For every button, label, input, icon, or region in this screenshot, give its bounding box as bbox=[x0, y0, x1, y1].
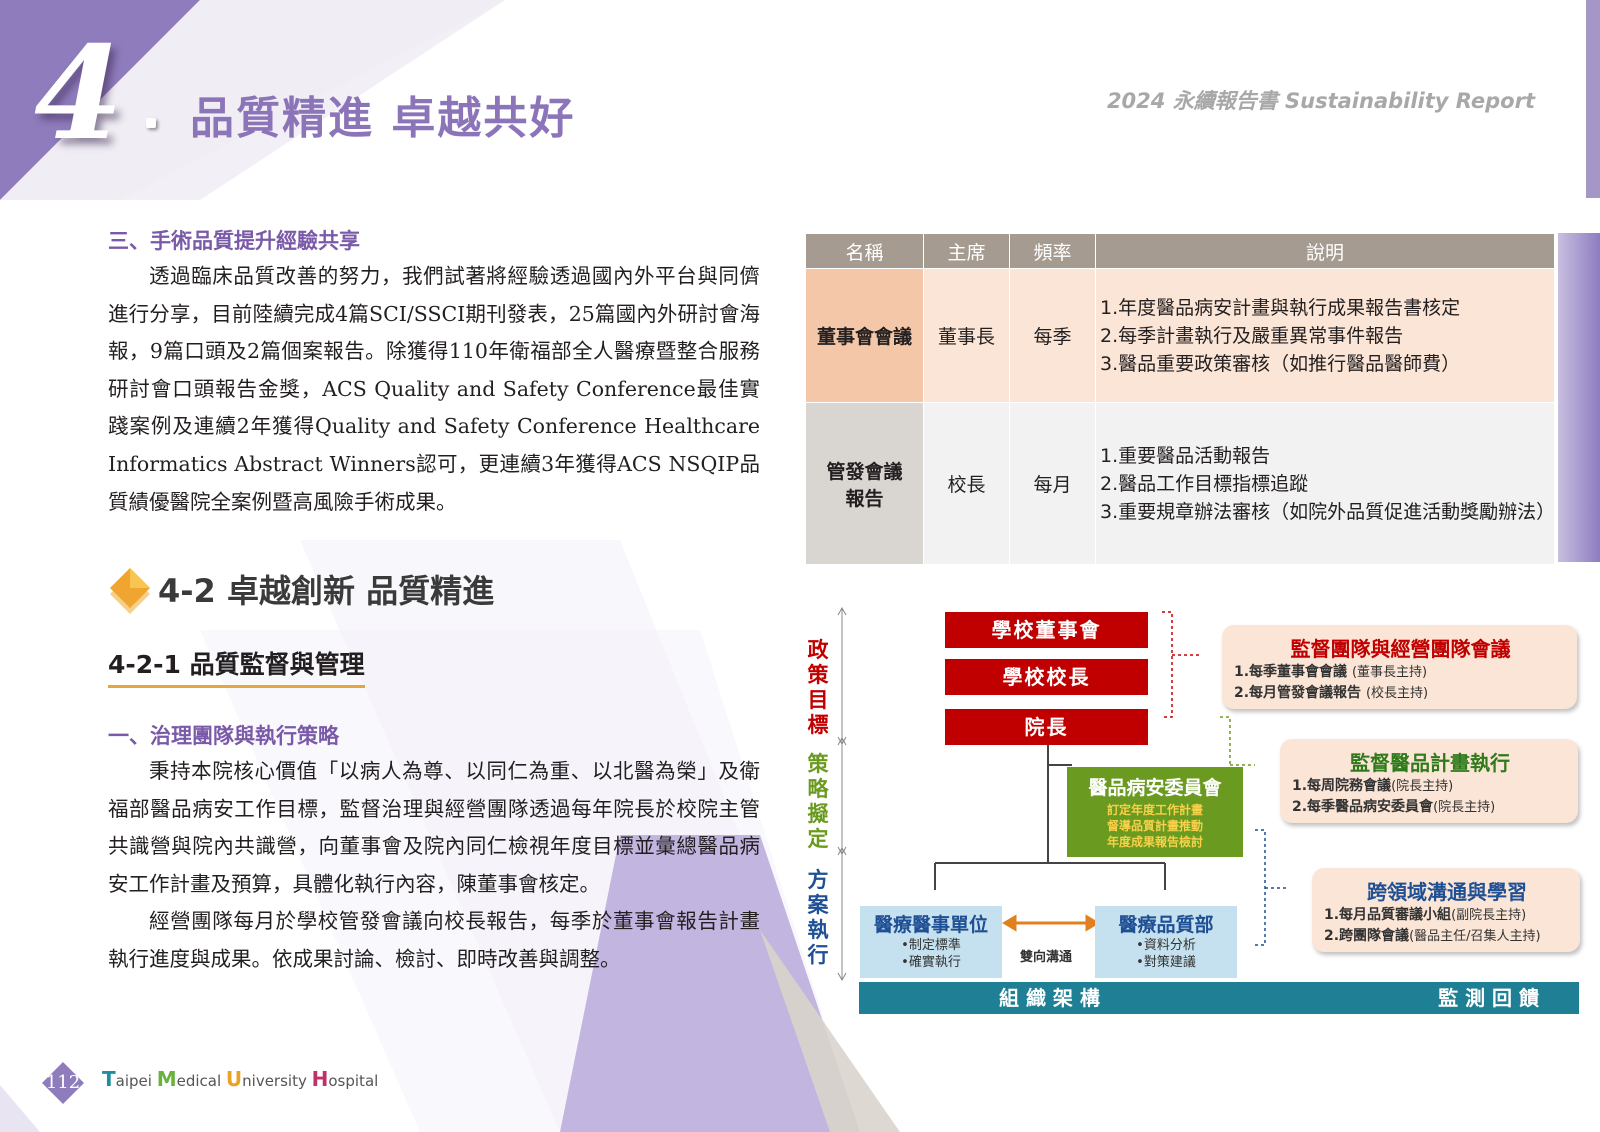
note-box: 跨領域溝通與學習 1.每月品質審議小組(副院長主持) 2.跨團隊會議(醫品主任/… bbox=[1312, 868, 1580, 952]
monitoring-feedback-label: 監 測 回 饋 bbox=[1438, 986, 1539, 1010]
quality-dept-item: •資料分析 bbox=[1136, 938, 1196, 953]
section-three-heading: 三、手術品質提升經驗共享 bbox=[108, 229, 360, 253]
description-line: 2.醫品工作目標指標追蹤 bbox=[1100, 472, 1309, 495]
description-line: 2.每季計畫執行及嚴重異常事件報告 bbox=[1100, 324, 1404, 347]
row-chair: 董事長 bbox=[923, 268, 1010, 403]
row-description: 1.年度醫品病安計畫與執行成果報告書核定 2.每季計畫執行及嚴重異常事件報告 3… bbox=[1095, 268, 1555, 403]
governance-paragraph-2: 經營團隊每月於學校管發會議向校長報告，每季於董事會報告計畫執行進度與成果。依成果… bbox=[108, 909, 760, 971]
note-line: 2.每季醫品病安委員會(院長主持) bbox=[1292, 799, 1496, 815]
description-line: 1.重要醫品活動報告 bbox=[1100, 444, 1271, 467]
note-line: 1.每月品質審議小組(副院長主持) bbox=[1324, 907, 1527, 923]
right-edge-tab bbox=[1586, 0, 1600, 198]
note-line: 2.跨團隊會議(醫品主任/召集人主持) bbox=[1324, 928, 1541, 944]
medical-unit-item: •制定標準 bbox=[901, 938, 961, 953]
page-number-badge-icon bbox=[42, 1062, 84, 1104]
governance-heading: 一、治理團隊與執行策略 bbox=[108, 724, 339, 748]
note-title: 監督醫品計畫執行 bbox=[1350, 751, 1510, 775]
committee-item: 年度成果報告檢討 bbox=[1106, 835, 1203, 849]
table-header-row: 名稱 主席 頻率 說明 bbox=[805, 233, 1555, 269]
description-line: 3.醫品重要政策審核（如推行醫品醫師費） bbox=[1100, 352, 1461, 375]
section-three-paragraph: 透過臨床品質改善的努力，我們試著將經驗透過國內外平台與同儕進行分享，目前陸續完成… bbox=[108, 258, 760, 521]
medical-unit-title: 醫療醫事單位 bbox=[873, 914, 988, 936]
note-title: 跨領域溝通與學習 bbox=[1367, 880, 1527, 904]
committee-item: 訂定年度工作計畫 bbox=[1106, 803, 1203, 817]
row-chair: 校長 bbox=[923, 402, 1010, 565]
committee-items: 訂定年度工作計畫 督導品質計畫推動 年度成果報告檢討 bbox=[1067, 802, 1243, 850]
section-three-text: 透過臨床品質改善的努力，我們試著將經驗透過國內外平台與同儕進行分享，目前陸續完成… bbox=[108, 264, 760, 514]
subsection-4-2-1-title: 4-2-1 品質監督與管理 bbox=[108, 645, 365, 688]
committee-item: 督導品質計畫推動 bbox=[1106, 819, 1203, 833]
org-chart-lines bbox=[837, 606, 1288, 982]
policy-goal-label: 政策目標 bbox=[807, 638, 829, 737]
header-frequency: 頻率 bbox=[1009, 233, 1096, 269]
report-title: 2024 永續報告書 Sustainability Report bbox=[1106, 89, 1535, 113]
header-chair: 主席 bbox=[923, 233, 1010, 269]
quality-dept-items: •資料分析 •對策建議 bbox=[1095, 937, 1237, 971]
superintendent-box: 院長 bbox=[945, 709, 1148, 745]
header-description: 說明 bbox=[1095, 233, 1555, 269]
table-row: 董事會會議 董事長 每季 1.年度醫品病安計畫與執行成果報告書核定 2.每季計畫… bbox=[805, 268, 1555, 403]
committee-title: 醫品病安委員會 bbox=[1088, 777, 1222, 799]
chapter-title: 品質精進 卓越共好 bbox=[190, 93, 576, 144]
description-line: 1.年度醫品病安計畫與執行成果報告書核定 bbox=[1100, 296, 1461, 319]
strategy-label: 策略擬定 bbox=[807, 752, 829, 851]
header-name: 名稱 bbox=[805, 233, 924, 269]
row-name-line: 管發會議 bbox=[826, 460, 903, 483]
org-chart-bottom-bar: 組 織 架 構 監 測 回 饋 bbox=[859, 982, 1579, 1014]
governance-paragraphs: 秉持本院核心價值「以病人為尊、以同仁為重、以北醫為榮」及衛福部醫品病安工作目標，… bbox=[108, 753, 760, 979]
description-line: 3.重要規章辦法審核（如院外品質促進活動獎勵辦法） bbox=[1100, 500, 1556, 523]
note-line: 1.每季董事會會議 (董事長主持) bbox=[1234, 664, 1428, 680]
quality-dept-item: •對策建議 bbox=[1136, 955, 1196, 970]
row-frequency: 每月 bbox=[1009, 402, 1096, 565]
school-board-box: 學校董事會 bbox=[945, 612, 1148, 648]
school-president-box: 學校校長 bbox=[945, 659, 1148, 695]
medical-unit-box: 醫療醫事單位 •制定標準 •確實執行 bbox=[860, 906, 1002, 978]
row-name: 管發會議 報告 bbox=[805, 402, 924, 565]
note-box: 監督團隊與經營團隊會議 1.每季董事會會議 (董事長主持) 2.每月管發會議報告… bbox=[1222, 625, 1577, 709]
note-line: 1.每周院務會議(院長主持) bbox=[1292, 778, 1454, 794]
chapter-number-dot bbox=[146, 118, 156, 128]
two-way-communication-label: 雙向溝通 bbox=[1020, 950, 1073, 965]
row-name: 董事會會議 bbox=[805, 268, 924, 403]
note-title: 監督團隊與經營團隊會議 bbox=[1290, 637, 1511, 661]
meeting-table: 名稱 主席 頻率 說明 董事會會議 董事長 每季 1.年度醫品病安計畫與執行成果… bbox=[805, 233, 1555, 565]
table-side-accent bbox=[1558, 233, 1600, 562]
row-name-line: 報告 bbox=[845, 487, 884, 510]
note-line: 2.每月管發會議報告 (校長主持) bbox=[1234, 685, 1429, 701]
table-row: 管發會議 報告 校長 每月 1.重要醫品活動報告 2.醫品工作目標指標追蹤 3.… bbox=[805, 402, 1556, 565]
section-diamond-icon bbox=[108, 566, 152, 618]
row-frequency: 每季 bbox=[1009, 268, 1096, 403]
execution-label: 方案執行 bbox=[807, 868, 829, 967]
governance-paragraph-1: 秉持本院核心價值「以病人為尊、以同仁為重、以北醫為榮」及衛福部醫品病安工作目標，… bbox=[108, 759, 760, 896]
note-box: 監督醫品計畫執行 1.每周院務會議(院長主持) 2.每季醫品病安委員會(院長主持… bbox=[1280, 739, 1578, 823]
quality-dept-title: 醫療品質部 bbox=[1118, 914, 1214, 936]
footer-brand: Taipei Medical University Hospital bbox=[102, 1067, 379, 1091]
quality-dept-box: 醫療品質部 •資料分析 •對策建議 bbox=[1095, 906, 1237, 978]
chapter-number: 4 bbox=[34, 19, 123, 169]
quality-safety-committee-box: 醫品病安委員會 訂定年度工作計畫 督導品質計畫推動 年度成果報告檢討 bbox=[1067, 767, 1243, 857]
row-description: 1.重要醫品活動報告 2.醫品工作目標指標追蹤 3.重要規章辦法審核（如院外品質… bbox=[1095, 402, 1556, 565]
section-4-2-title: 4-2 卓越創新 品質精進 bbox=[158, 572, 495, 610]
page-number: 112 bbox=[45, 1072, 81, 1093]
organization-structure-label: 組 織 架 構 bbox=[999, 986, 1100, 1010]
medical-unit-item: •確實執行 bbox=[901, 955, 961, 970]
medical-unit-items: •制定標準 •確實執行 bbox=[860, 937, 1002, 971]
